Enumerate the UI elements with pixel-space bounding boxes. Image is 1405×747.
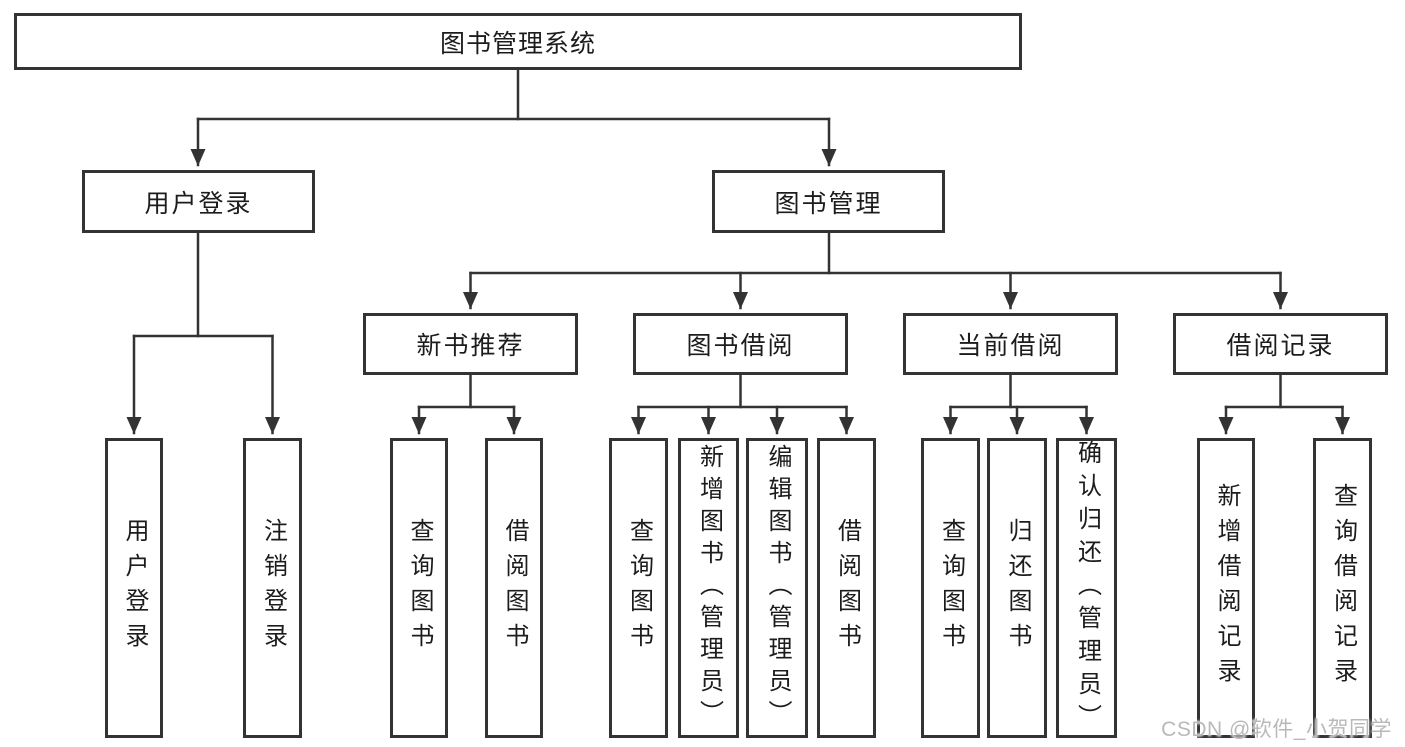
node-label: 查询借阅记录 [1329,483,1357,693]
leaf-confirm-return-admin: 确认归还（管理员） [1056,438,1117,738]
node-book-borrowing: 图书借阅 [633,313,848,375]
node-label: 注销登录 [259,518,287,658]
leaf-borrow-books-recommend: 借阅图书 [485,438,543,738]
node-label: 查询图书 [406,518,433,658]
node-label: 借阅图书 [833,518,861,658]
node-book-management: 图书管理 [712,170,945,233]
node-label: 图书管理 [774,189,883,218]
node-label: 借阅图书 [501,518,528,658]
node-label: 用户登录 [121,518,148,658]
leaf-query-books-recommend: 查询图书 [390,438,448,738]
leaf-add-book-admin: 新增图书（管理员） [678,438,739,738]
node-label: 编辑图书（管理员） [764,444,791,732]
leaf-return-book: 归还图书 [987,438,1047,738]
node-borrowing-records: 借阅记录 [1173,313,1388,375]
node-label: 查询图书 [625,518,653,658]
node-label: 新增借阅记录 [1213,483,1240,693]
node-label: 图书管理系统 [439,29,596,58]
leaf-edit-book-admin: 编辑图书（管理员） [746,438,808,738]
node-label: 新书推荐 [416,332,525,360]
node-current-borrowing: 当前借阅 [903,313,1118,375]
leaf-query-borrow-record: 查询借阅记录 [1313,438,1372,738]
leaf-add-borrow-record: 新增借阅记录 [1197,438,1255,738]
leaf-borrow-books-borrowing: 借阅图书 [817,438,876,738]
node-label: 用户登录 [144,189,253,218]
leaf-query-books-current: 查询图书 [921,438,980,738]
leaf-query-books-borrowing: 查询图书 [609,438,668,738]
node-user-login: 用户登录 [82,170,315,233]
node-label: 查询图书 [937,518,965,658]
node-label: 图书借阅 [686,332,795,360]
node-new-book-recommend: 新书推荐 [363,313,578,375]
node-label: 借阅记录 [1226,332,1335,360]
node-label: 确认归还（管理员） [1073,439,1101,737]
node-label: 归还图书 [1004,518,1031,658]
leaf-user-login: 用户登录 [105,438,163,738]
leaf-logout: 注销登录 [243,438,302,738]
node-root: 图书管理系统 [14,13,1022,70]
node-label: 当前借阅 [956,332,1065,360]
node-label: 新增图书（管理员） [695,444,723,732]
